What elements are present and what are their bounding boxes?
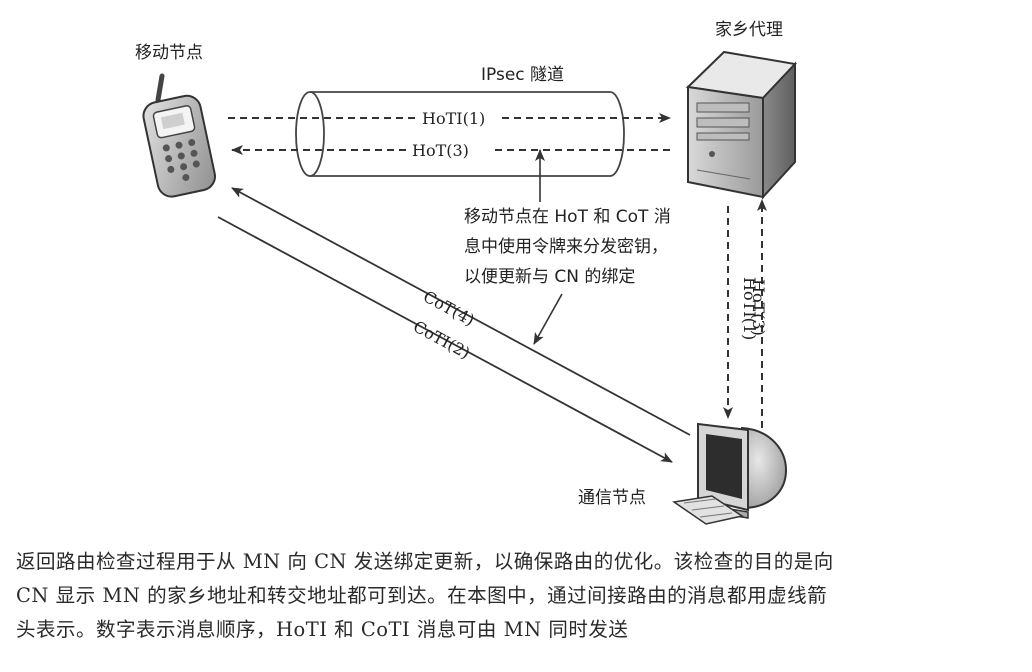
annotation-line-3: 以便更新与 CN 的绑定 [464,267,635,287]
ipsec-tunnel [295,91,625,177]
coti-arrow [217,216,673,463]
figure-caption: 返回路由检查过程用于从 MN 向 CN 发送绑定更新，以确保路由的优化。该检查的… [16,545,1016,647]
hoti-vertical-label: HoTI(1) [740,277,759,340]
annotation-line-2: 息中使用令牌来分发密钥， [464,236,668,257]
mobile-phone-icon [142,73,216,198]
hot-vertical-label: HoT(3) [749,279,768,336]
caption-line-2: CN 显示 MN 的家乡地址和转交地址都可到达。在本图中，通过间接路由的消息都用… [16,584,828,607]
caption-line-1: 返回路由检查过程用于从 MN 向 CN 发送绑定更新，以确保路由的优化。该检查的… [16,550,834,573]
annotation-line-1: 移动节点在 HoT 和 CoT 消 [464,207,671,227]
hot-tunnel-label: HoT(3) [412,141,469,160]
correspondent-node-label: 通信节点 [578,488,646,508]
tunnel-label: IPsec 隧道 [481,65,564,85]
caption-line-3: 头表示。数字表示消息顺序，HoTI 和 CoTI 消息可由 MN 同时发送 [16,618,629,641]
cot-arrow [231,187,691,436]
mobile-node-label: 移动节点 [135,43,203,63]
annotation-pointer-cot [533,293,563,345]
computer-icon [672,422,787,525]
hoti-tunnel-label: HoTI(1) [422,109,485,128]
server-icon [685,50,798,200]
return-routability-diagram: 移动节点 家乡代理 通信节点 [135,20,798,525]
home-agent-label: 家乡代理 [715,20,783,40]
